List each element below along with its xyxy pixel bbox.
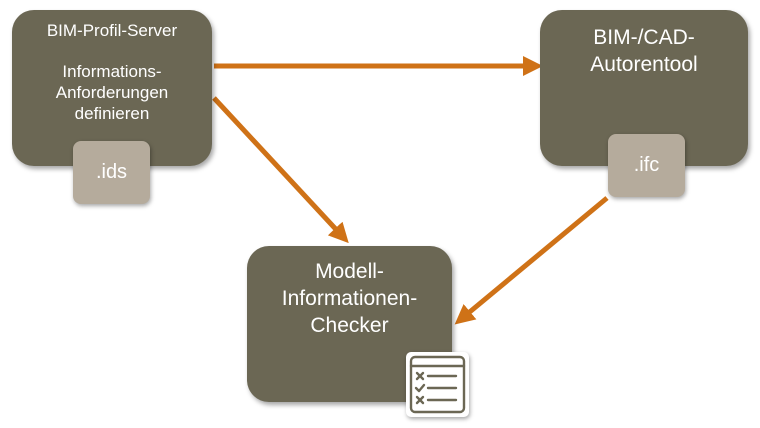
authoring-tool-title-line-2: Autorentool	[590, 53, 698, 76]
checklist-icon	[406, 352, 469, 417]
profile-server-description-line-2: Anforderungen	[55, 83, 169, 102]
profile-server-box: BIM-Profil-Server Informations- Anforder…	[12, 10, 212, 166]
ifc-file-tag-label: .ifc	[633, 154, 660, 176]
checker-title-line-2: Informationen-	[281, 287, 418, 310]
profile-server-description-line-3: definieren	[74, 104, 150, 123]
arrow-authoring-to-checker	[454, 196, 609, 325]
authoring-tool-title-line-1: BIM-/CAD-	[593, 26, 695, 49]
arrow-profile-to-checker	[212, 96, 349, 244]
profile-server-description-line-1: Informations-	[62, 62, 162, 81]
checker-title-line-3: Checker	[310, 314, 389, 337]
ifc-file-tag: .ifc	[608, 134, 685, 197]
profile-server-title: BIM-Profil-Server	[46, 21, 178, 40]
ids-file-tag-label: .ids	[95, 161, 128, 183]
ids-file-tag: .ids	[73, 141, 150, 204]
checker-title-line-1: Modell-	[315, 260, 384, 283]
